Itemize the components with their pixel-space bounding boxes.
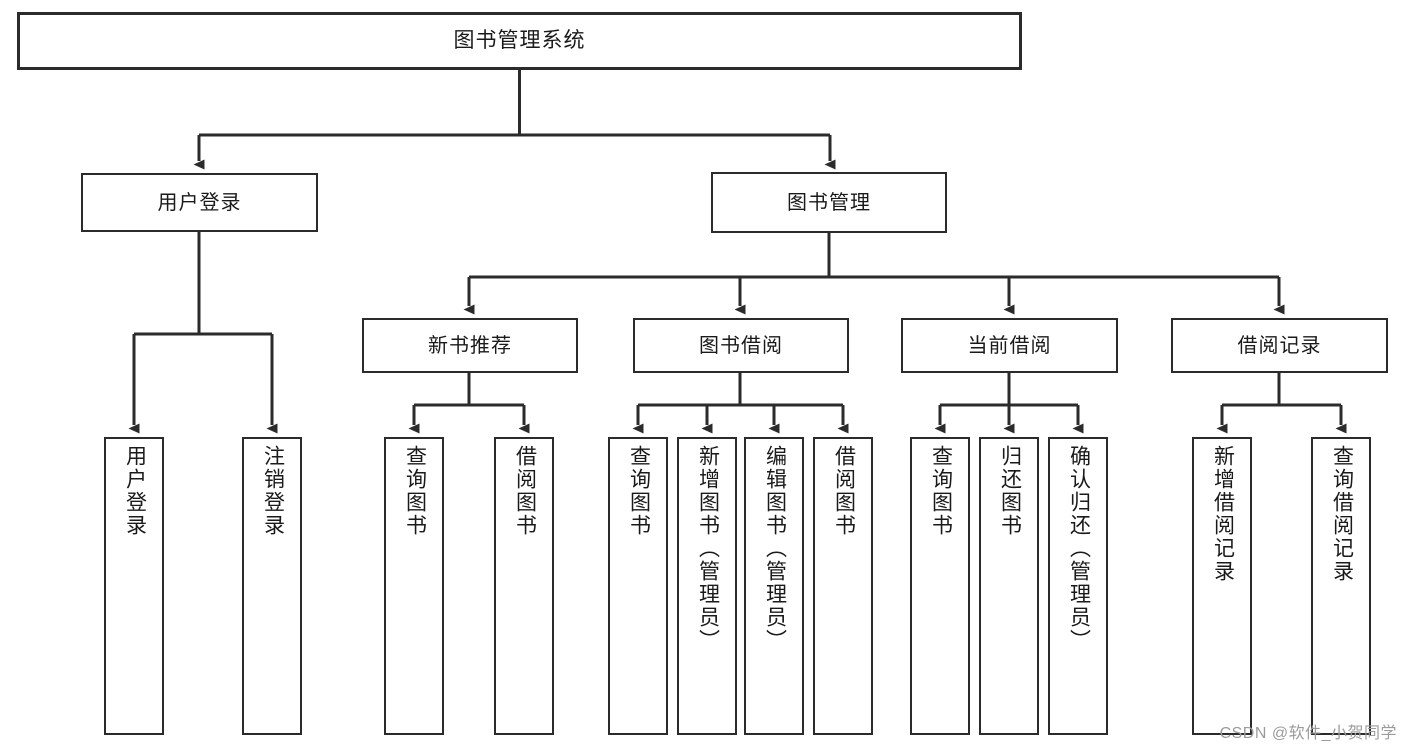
leaf-user-login[interactable]: 用户登录 xyxy=(104,437,164,735)
node-book-management[interactable]: 图书管理 xyxy=(711,172,947,233)
leaf-query-book-recommend[interactable]: 查询图书 xyxy=(384,437,444,735)
node-label: 确认归还（管理员） xyxy=(1067,445,1091,652)
node-current-borrow[interactable]: 当前借阅 xyxy=(901,318,1118,373)
leaf-query-book-borrow[interactable]: 查询图书 xyxy=(608,437,668,735)
node-label: 当前借阅 xyxy=(967,334,1052,357)
node-label: 查询图书 xyxy=(627,445,651,537)
node-label: 图书借阅 xyxy=(699,334,783,357)
node-label: 借阅图书 xyxy=(513,445,537,537)
leaf-confirm-return-admin[interactable]: 确认归还（管理员） xyxy=(1048,437,1108,735)
leaf-borrow-book-recommend[interactable]: 借阅图书 xyxy=(494,437,554,735)
node-label: 查询图书 xyxy=(403,445,427,537)
leaf-logout[interactable]: 注销登录 xyxy=(242,437,302,735)
node-label: 编辑图书（管理员） xyxy=(763,445,787,652)
node-label: 新书推荐 xyxy=(428,334,512,357)
node-label: 借阅图书 xyxy=(832,445,856,537)
node-label: 图书管理 xyxy=(787,191,871,214)
node-label: 新增借阅记录 xyxy=(1211,445,1235,583)
node-user-login[interactable]: 用户登录 xyxy=(81,173,318,232)
leaf-query-borrow-record[interactable]: 查询借阅记录 xyxy=(1311,437,1371,735)
node-root-system[interactable]: 图书管理系统 xyxy=(17,12,1022,70)
node-label: 归还图书 xyxy=(998,445,1022,537)
node-label: 新增图书（管理员） xyxy=(696,445,720,652)
node-book-borrow[interactable]: 图书借阅 xyxy=(633,318,849,373)
node-new-book-recommend[interactable]: 新书推荐 xyxy=(362,318,578,373)
node-label: 图书管理系统 xyxy=(453,29,586,53)
node-label: 查询图书 xyxy=(929,445,953,537)
node-label: 用户登录 xyxy=(123,445,147,537)
node-label: 查询借阅记录 xyxy=(1330,445,1354,583)
node-borrow-record[interactable]: 借阅记录 xyxy=(1171,318,1388,373)
node-label: 借阅记录 xyxy=(1237,334,1322,357)
leaf-return-book[interactable]: 归还图书 xyxy=(979,437,1039,735)
leaf-query-book-current[interactable]: 查询图书 xyxy=(910,437,970,735)
watermark-text: CSDN @软件_小贺同学 xyxy=(1219,725,1397,742)
node-label: 用户登录 xyxy=(157,191,242,214)
leaf-add-book-admin[interactable]: 新增图书（管理员） xyxy=(677,437,737,735)
node-label: 注销登录 xyxy=(261,445,285,537)
leaf-borrow-book[interactable]: 借阅图书 xyxy=(813,437,873,735)
leaf-edit-book-admin[interactable]: 编辑图书（管理员） xyxy=(744,437,804,735)
leaf-add-borrow-record[interactable]: 新增借阅记录 xyxy=(1192,437,1252,735)
